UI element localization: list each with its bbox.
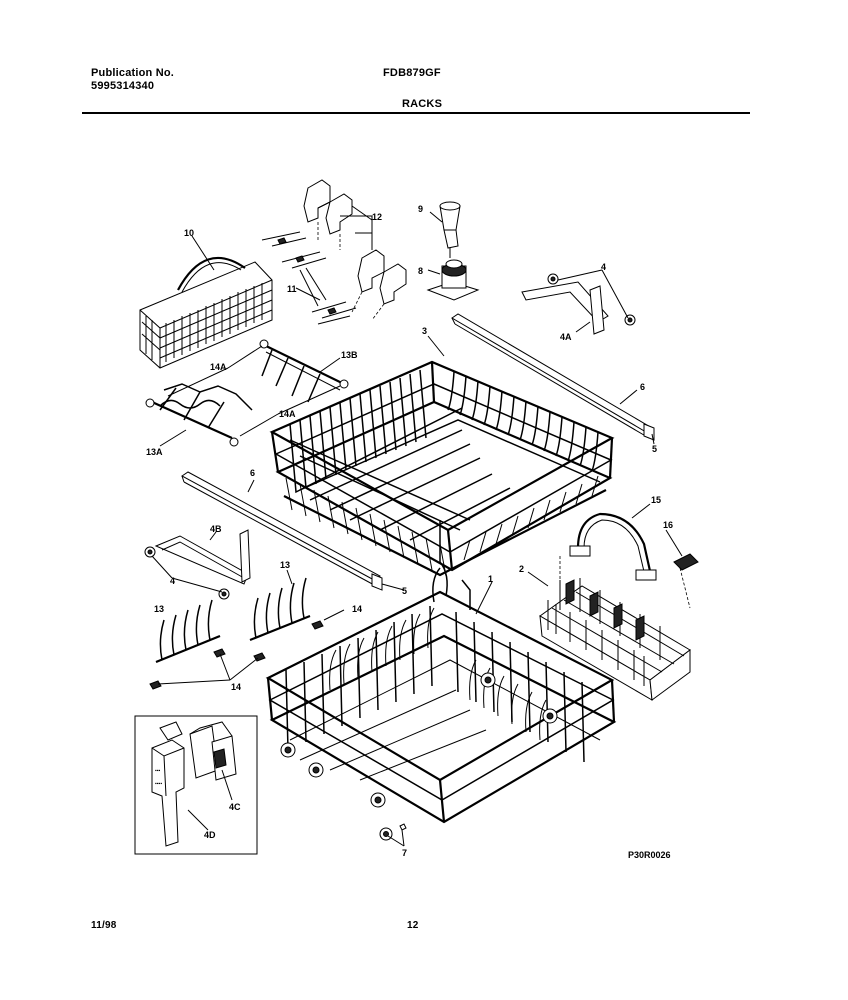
tine-rows-drawing — [149, 577, 324, 690]
upper-rack-rail-drawing — [451, 313, 655, 441]
footer-date: 11/98 — [91, 920, 117, 931]
upper-rack-drawing — [269, 360, 615, 577]
callout-16: 16 — [663, 520, 673, 530]
wheel-bracket-inset: ▪▪▪ ▪▪▪▪ — [134, 715, 258, 855]
callout-11: 11 — [287, 284, 297, 294]
cutlery-basket-drawing — [539, 512, 699, 701]
callout-6-lower: 6 — [250, 468, 255, 478]
callout-13-left: 13 — [154, 604, 164, 614]
callout-13B: 13B — [341, 350, 358, 360]
callout-4B: 4B — [210, 524, 222, 534]
callout-8: 8 — [418, 266, 423, 276]
callout-3: 3 — [422, 326, 427, 336]
callout-5-upper: 5 — [652, 444, 657, 454]
drawing-code: P30R0026 — [628, 850, 671, 860]
publication-label: Publication No. — [91, 67, 175, 79]
lower-rack-drawing — [265, 520, 617, 841]
callout-13-right: 13 — [280, 560, 290, 570]
rack-bracket-upper-drawing — [521, 273, 636, 335]
publication-number: 5995314340 — [91, 80, 155, 92]
rack-clips-drawing — [261, 179, 407, 325]
callout-4D: 4D — [204, 830, 216, 840]
lower-rack-rail-drawing — [181, 471, 383, 591]
callout-15: 15 — [651, 495, 661, 505]
model-number: FDB879GF — [383, 67, 441, 79]
header-divider — [82, 112, 750, 114]
callout-9: 9 — [418, 204, 423, 214]
callout-4-lower: 4 — [170, 576, 175, 586]
callout-4C: 4C — [229, 802, 241, 812]
rack-bracket-lower-drawing — [144, 529, 251, 600]
callout-4A: 4A — [560, 332, 572, 342]
callout-14A-lower: 14A — [279, 409, 296, 419]
callout-14-left: 14 — [231, 682, 241, 692]
callout-14-right: 14 — [352, 604, 362, 614]
page-number: 12 — [407, 920, 419, 931]
callout-12: 12 — [372, 212, 382, 222]
inset-stamp-1: ▪▪▪ — [155, 768, 161, 774]
callout-14A-upper: 14A — [210, 362, 227, 372]
callout-6-upper: 6 — [640, 382, 645, 392]
callout-10: 10 — [184, 228, 194, 238]
spray-connector-drawing — [426, 201, 480, 301]
callout-13A: 13A — [146, 447, 163, 457]
silverware-basket-drawing — [139, 256, 273, 369]
fold-down-shelf-parts-drawing — [145, 339, 349, 447]
callout-4-upper: 4 — [601, 262, 606, 272]
section-title: RACKS — [402, 98, 443, 110]
callout-leaders — [151, 205, 683, 847]
callout-labels: 10 12 11 9 8 4 4A 3 6 5 14A 13B 14A 13A … — [146, 204, 673, 860]
callout-5-lower: 5 — [402, 586, 407, 596]
callout-7: 7 — [402, 848, 407, 858]
inset-stamp-2: ▪▪▪▪ — [155, 781, 162, 787]
callout-2: 2 — [519, 564, 524, 574]
callout-1: 1 — [488, 574, 493, 584]
